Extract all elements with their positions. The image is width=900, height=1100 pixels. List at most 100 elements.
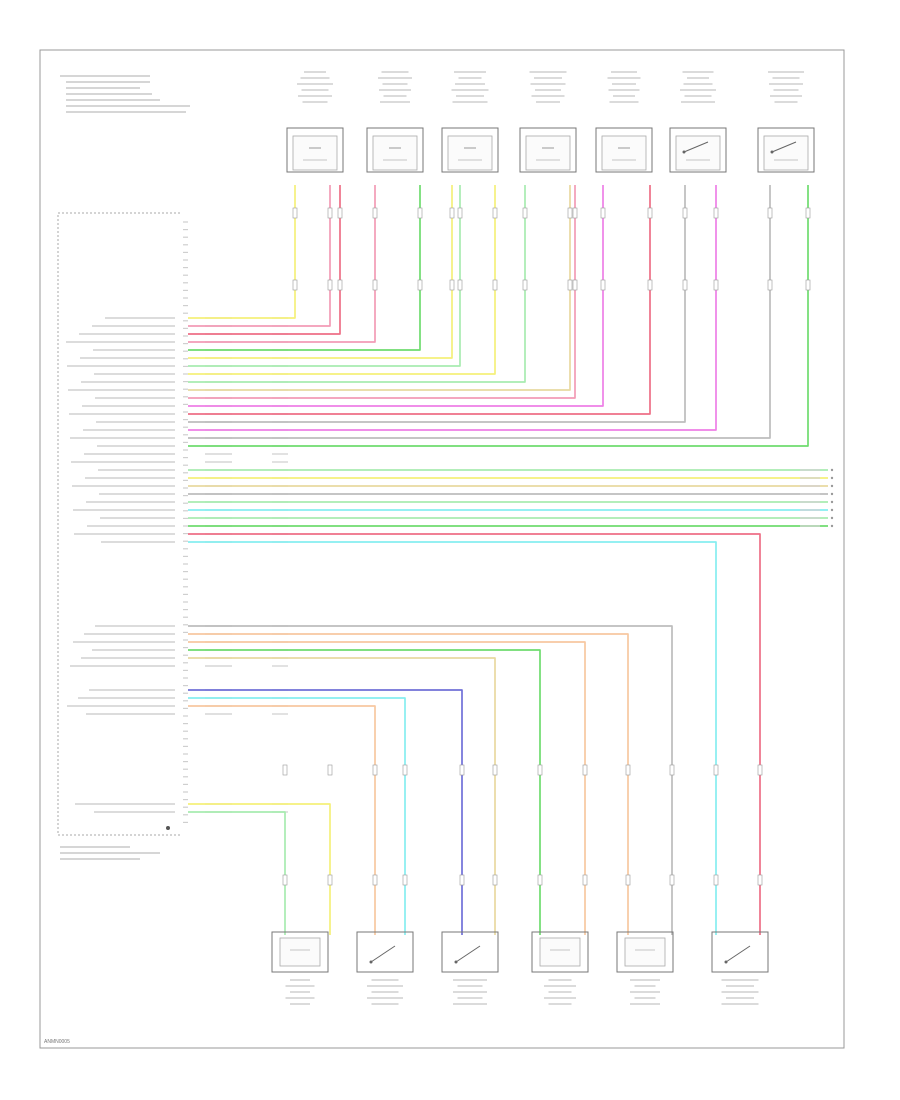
component-inner bbox=[624, 937, 666, 967]
wire-to-bottom-component bbox=[188, 705, 376, 935]
connector-pin bbox=[647, 207, 653, 219]
connector-pin bbox=[600, 279, 606, 291]
connector-pin bbox=[417, 207, 423, 219]
top-component bbox=[286, 71, 344, 173]
wire-to-top-component bbox=[188, 185, 296, 319]
connector-pin bbox=[757, 764, 763, 776]
component-body bbox=[441, 127, 499, 173]
switch-pivot bbox=[682, 150, 686, 154]
component-inner bbox=[763, 135, 809, 171]
connector-pin bbox=[767, 279, 773, 291]
wire-to-top-component bbox=[188, 185, 571, 391]
wire-to-top-component bbox=[188, 185, 461, 367]
component-inner bbox=[372, 135, 418, 171]
bottom-component bbox=[531, 931, 589, 1005]
connector-pin bbox=[282, 764, 288, 776]
wire-to-bottom-component bbox=[188, 657, 496, 935]
note-block bbox=[60, 75, 190, 113]
connector-pin bbox=[713, 279, 719, 291]
connector-pin bbox=[457, 279, 463, 291]
component-body bbox=[595, 127, 653, 173]
component-body bbox=[286, 127, 344, 173]
wire-to-top-component bbox=[188, 185, 717, 431]
switch-pivot bbox=[454, 960, 458, 964]
wire-to-top-component bbox=[188, 185, 576, 399]
wire-to-bottom-component bbox=[188, 811, 286, 935]
connector-pin bbox=[805, 279, 811, 291]
bottom-component bbox=[271, 931, 329, 1005]
connector-pin bbox=[537, 764, 543, 776]
connector-pin bbox=[327, 279, 333, 291]
connector-pin bbox=[492, 764, 498, 776]
harness-continuation-dot bbox=[830, 492, 834, 496]
bottom-component bbox=[356, 931, 414, 1005]
component-body bbox=[271, 931, 329, 973]
harness-continuation-dot bbox=[830, 476, 834, 480]
component-inner bbox=[292, 135, 338, 171]
wire-to-bottom-component bbox=[188, 803, 331, 935]
component-inner bbox=[539, 937, 581, 967]
connector-pin bbox=[582, 874, 588, 886]
connector-pin bbox=[459, 874, 465, 886]
harness-continuation-dot bbox=[830, 484, 834, 488]
connector-pin bbox=[327, 207, 333, 219]
wire-to-bottom-component bbox=[188, 625, 673, 935]
switch-pivot bbox=[369, 960, 373, 964]
harness-continuation-dot bbox=[830, 500, 834, 504]
connector-pin bbox=[449, 207, 455, 219]
connector-pin bbox=[372, 279, 378, 291]
switch-symbol bbox=[771, 141, 797, 153]
connector-pin bbox=[337, 279, 343, 291]
harness-continuation-dot bbox=[830, 516, 834, 520]
page-label: ANMN0005 bbox=[44, 1039, 70, 1045]
module-ground-marker bbox=[166, 826, 170, 830]
top-component bbox=[366, 71, 424, 173]
connector-pin bbox=[767, 207, 773, 219]
switch-symbol bbox=[370, 945, 396, 963]
connector-pin bbox=[402, 874, 408, 886]
connector-pin bbox=[492, 874, 498, 886]
connector-pin bbox=[449, 279, 455, 291]
component-body bbox=[711, 931, 769, 973]
bottom-component bbox=[711, 931, 769, 1005]
wire-to-top-component bbox=[188, 185, 376, 343]
connector-pin bbox=[337, 207, 343, 219]
top-component bbox=[669, 71, 727, 173]
connector-pin bbox=[292, 207, 298, 219]
wire-to-top-component bbox=[188, 185, 651, 415]
component-body bbox=[669, 127, 727, 173]
wire-to-top-component bbox=[188, 185, 421, 351]
connector-pin bbox=[292, 279, 298, 291]
top-component bbox=[595, 71, 653, 173]
switch-symbol bbox=[725, 945, 751, 963]
diagram-border bbox=[39, 49, 845, 1049]
pin-number-column bbox=[183, 221, 188, 824]
bottom-components bbox=[271, 931, 769, 1005]
connector-pin bbox=[600, 207, 606, 219]
connector-pin bbox=[713, 874, 719, 886]
switch-symbol bbox=[455, 945, 481, 963]
switch-symbol bbox=[683, 141, 709, 153]
wire-to-bottom-component bbox=[188, 689, 463, 935]
connector-pin bbox=[625, 874, 631, 886]
connector-pin bbox=[327, 874, 333, 886]
wire-to-bottom-component bbox=[188, 633, 629, 935]
connector-pin bbox=[669, 874, 675, 886]
component-body bbox=[366, 127, 424, 173]
connector-pin bbox=[459, 764, 465, 776]
wire-to-bottom-component bbox=[188, 649, 541, 935]
circuit-labels bbox=[66, 317, 288, 813]
sensing-diagnostic-module bbox=[57, 212, 180, 836]
connector-pin bbox=[567, 279, 573, 291]
footnote-block bbox=[60, 846, 160, 860]
component-inner bbox=[279, 937, 321, 967]
connector-pin bbox=[492, 279, 498, 291]
wire-to-right-seat-switch bbox=[188, 541, 717, 935]
wire-to-top-component bbox=[188, 185, 526, 383]
connector-pin bbox=[682, 207, 688, 219]
connector-pin bbox=[572, 279, 578, 291]
connector-pin bbox=[713, 764, 719, 776]
wire-to-top-component bbox=[188, 185, 331, 327]
connector-pin bbox=[457, 207, 463, 219]
